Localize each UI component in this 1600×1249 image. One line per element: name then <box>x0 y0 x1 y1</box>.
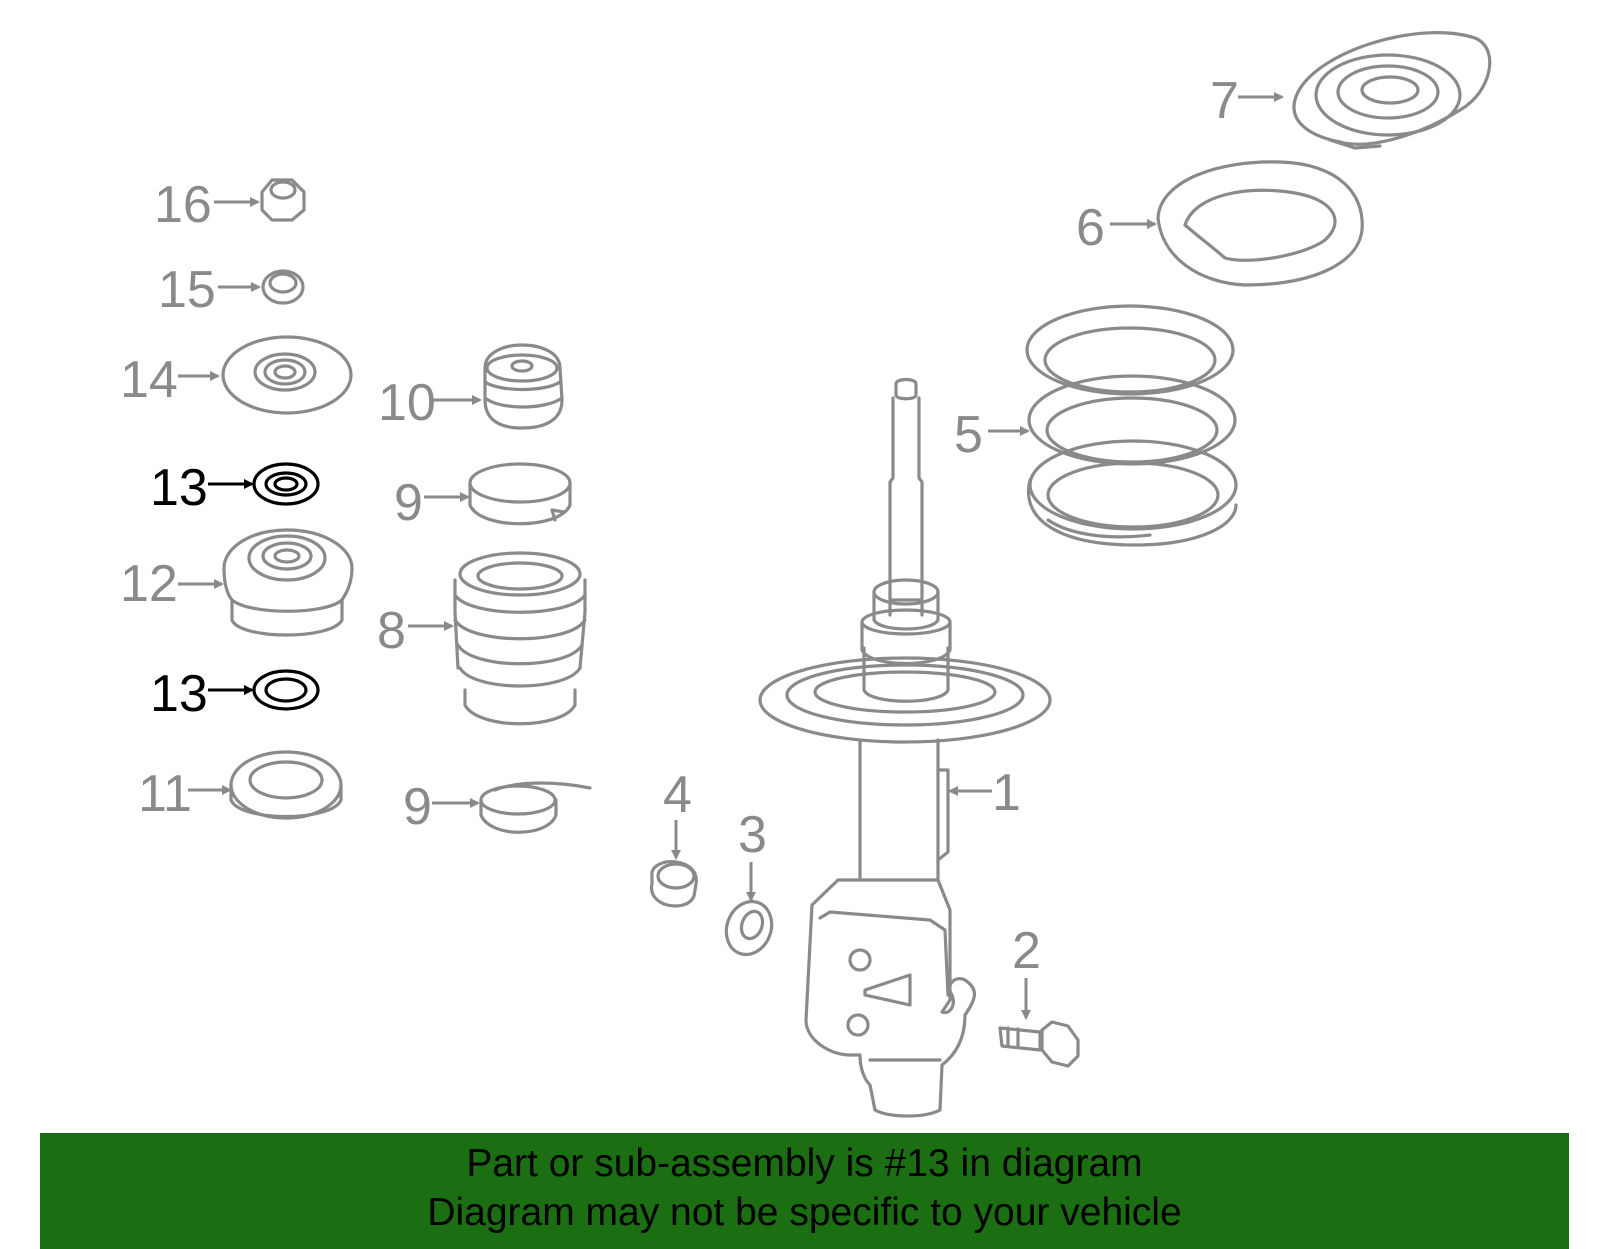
callout-6: 6 <box>1076 199 1105 257</box>
part-11-bearing[interactable] <box>229 750 343 820</box>
part-12-bushing[interactable] <box>222 528 354 637</box>
callout-8: 8 <box>377 602 406 660</box>
part-8-dust-boot[interactable] <box>453 551 587 726</box>
part-9-lower-clamp[interactable] <box>479 781 592 834</box>
part-13-upper-washer[interactable] <box>252 462 320 506</box>
part-9-upper-ring[interactable] <box>468 462 572 526</box>
part-7-upper-mount[interactable] <box>1292 31 1492 150</box>
part-16-nut[interactable] <box>260 178 306 222</box>
callout-16: 16 <box>154 176 212 234</box>
callout-15: 15 <box>158 261 216 319</box>
part-6-spring-insulator[interactable] <box>1156 160 1364 287</box>
info-banner: Part or sub-assembly is #13 in diagram D… <box>40 1133 1569 1249</box>
callout-12: 12 <box>120 555 178 613</box>
callout-13-upper: 13 <box>150 459 208 517</box>
banner-line-disclaimer: Diagram may not be specific to your vehi… <box>427 1191 1182 1234</box>
callout-5: 5 <box>954 406 983 464</box>
part-15-washer[interactable] <box>261 269 305 305</box>
callout-2: 2 <box>1012 922 1041 980</box>
part-10-jounce-bumper[interactable] <box>483 343 564 430</box>
banner-line-part: Part or sub-assembly is #13 in diagram <box>466 1142 1143 1185</box>
callout-14: 14 <box>120 351 178 409</box>
part-5-coil-spring[interactable] <box>1025 304 1238 547</box>
callout-10: 10 <box>378 374 436 432</box>
part-1-strut-assembly[interactable] <box>758 377 1052 1118</box>
part-13-lower-washer[interactable] <box>252 669 320 711</box>
part-3-washer[interactable] <box>719 895 779 961</box>
callout-7: 7 <box>1210 72 1239 130</box>
callout-13-lower: 13 <box>150 665 208 723</box>
callout-9-upper: 9 <box>394 474 423 532</box>
callout-4: 4 <box>663 766 692 824</box>
parts-diagram: 7 6 5 16 15 14 <box>120 31 1492 1118</box>
part-2-bolt[interactable] <box>998 1020 1080 1068</box>
callout-1: 1 <box>992 764 1021 822</box>
part-4-nut[interactable] <box>649 860 698 908</box>
callout-9-lower: 9 <box>403 778 432 836</box>
callout-11: 11 <box>138 765 192 823</box>
callout-3: 3 <box>738 806 767 864</box>
part-14-mount-plate[interactable] <box>221 335 353 415</box>
